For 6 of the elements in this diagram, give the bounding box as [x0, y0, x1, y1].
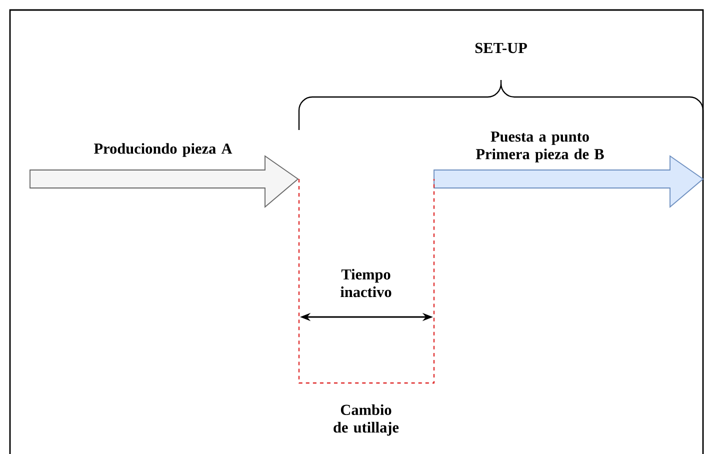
- box-caption: Cambio de utillaje: [334, 404, 399, 436]
- node-label: Produciondo pieza A: [94, 143, 232, 157]
- dimension-label: Tiempo inactivo: [340, 268, 392, 298]
- brace-label: SET-UP: [475, 42, 527, 54]
- node-label: Puesta a punto: [490, 132, 589, 145]
- dashed-box: [298, 178, 434, 384]
